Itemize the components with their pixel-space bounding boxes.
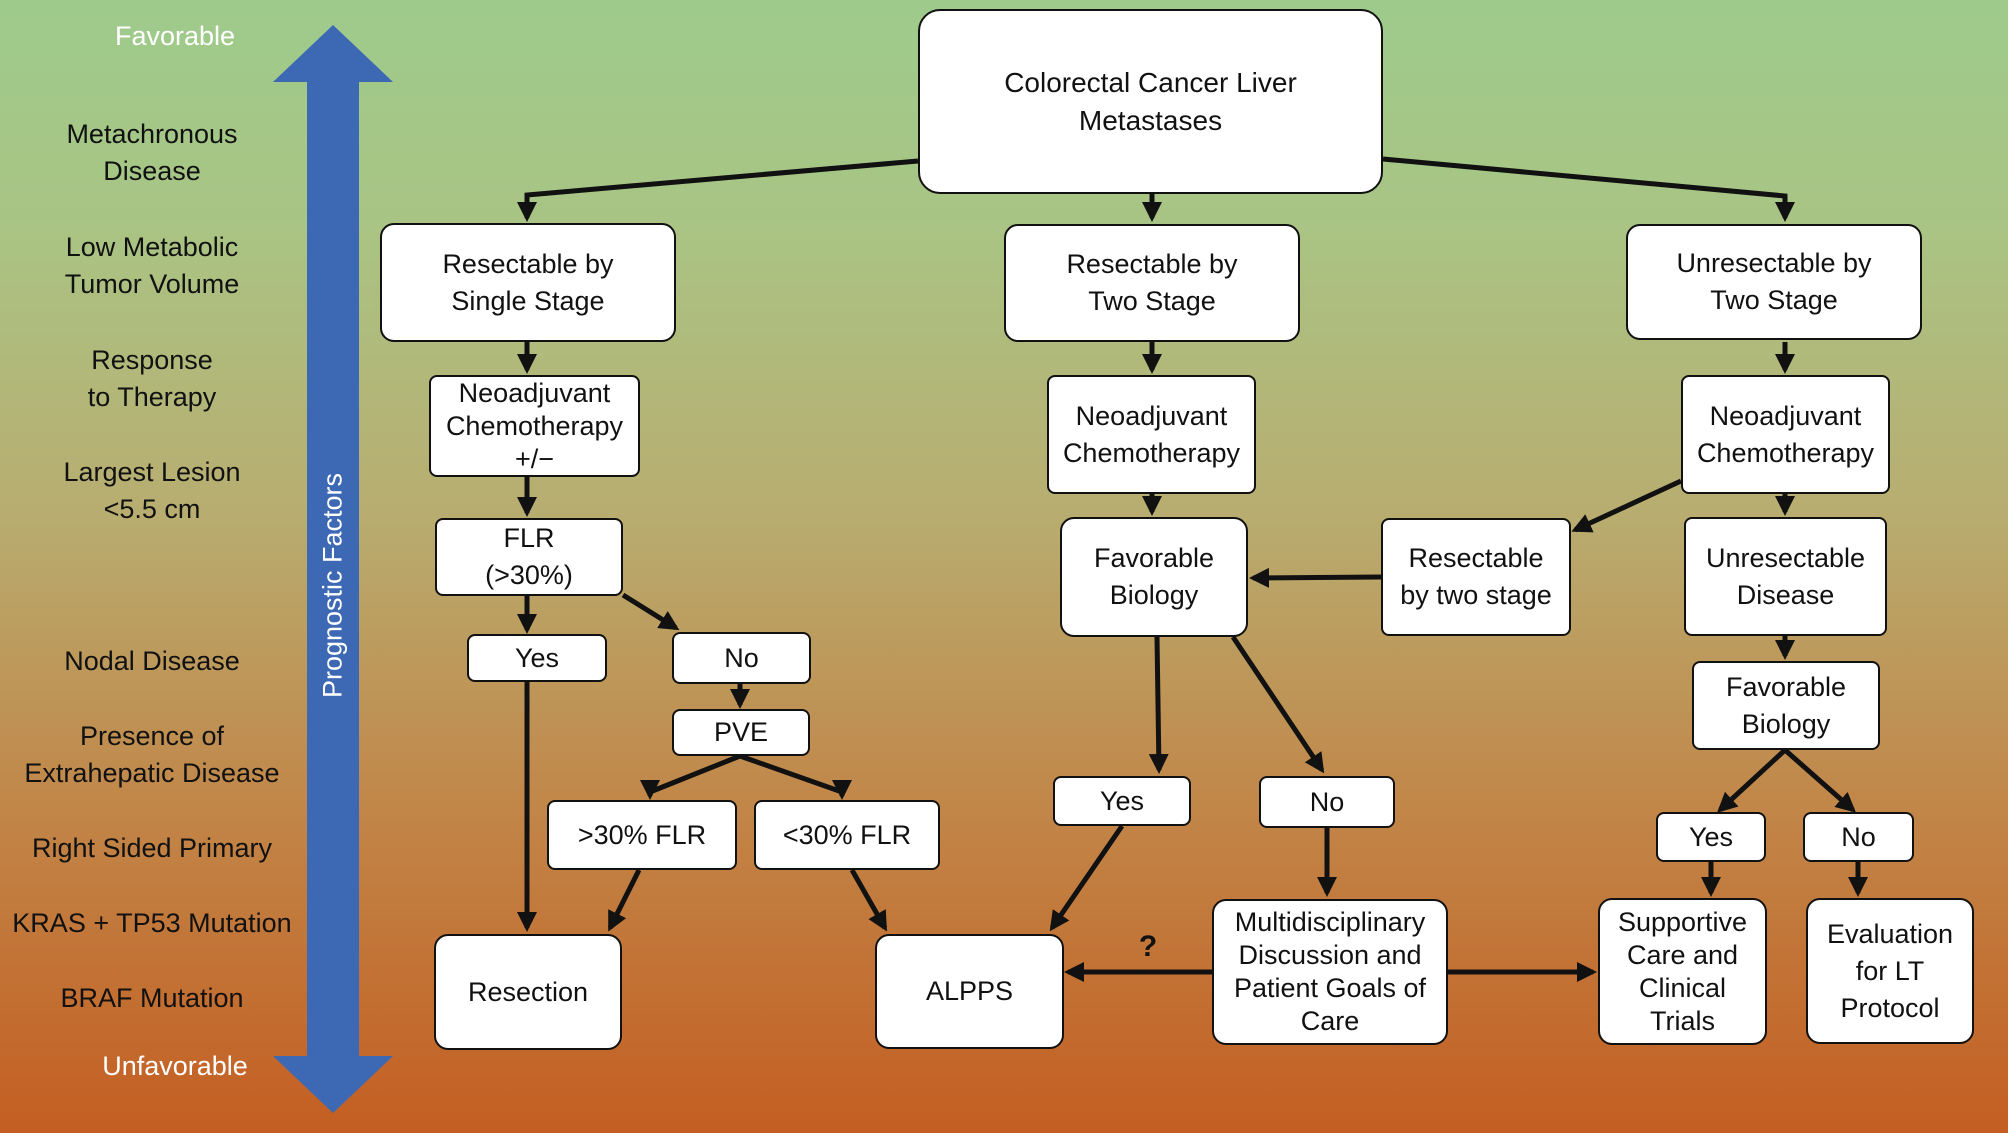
favorable-label: Favorable (114, 21, 236, 51)
factor-extrahepatic: Presence of Extrahepatic Disease (24, 721, 280, 788)
connector-favorable-yes (1148, 636, 1169, 774)
connector-ltflr-alpps (849, 868, 888, 932)
factor-response: Response to Therapy (87, 345, 217, 412)
question-mark-label: ? (1138, 930, 1158, 963)
gt30-flr-node: >30% FLR (547, 800, 737, 870)
middle-yes-node: Yes (1053, 776, 1191, 826)
resection-node: Resection (434, 934, 622, 1050)
left-neoadjuvant-node: Neoadjuvant Chemotherapy +/− (429, 375, 640, 477)
connector-pve-gtflr (640, 753, 741, 800)
connector-favorable-right-no (1783, 748, 1856, 813)
connector-favorable-no (1230, 635, 1325, 774)
factor-kras-tp53: KRAS + TP53 Mutation (12, 908, 292, 938)
connector-pve-ltflr (739, 753, 852, 800)
lt30-flr-node: <30% FLR (754, 800, 940, 870)
evaluation-lt-protocol-node: Evaluation for LT Protocol (1806, 898, 1974, 1044)
unfavorable-label: Unfavorable (102, 1051, 248, 1081)
factor-right-sided: Right Sided Primary (31, 833, 273, 863)
unresectable-disease-node: Unresectable Disease (1684, 517, 1887, 636)
flr-node: FLR (>30%) (435, 518, 623, 596)
middle-favorable-biology-node: Favorable Biology (1060, 517, 1248, 637)
right-no-node: No (1803, 812, 1914, 862)
factor-metachronous: Metachronous Disease (66, 119, 238, 186)
connector-root-left (517, 158, 919, 222)
resectable-two-stage-node: Resectable by Two Stage (1004, 224, 1300, 342)
left-no-node: No (672, 632, 811, 684)
left-yes-node: Yes (467, 634, 607, 682)
alpps-node: ALPPS (875, 934, 1064, 1049)
pve-node: PVE (672, 709, 810, 756)
factor-metabolic-volume: Low Metabolic Tumor Volume (64, 232, 240, 299)
middle-no-node: No (1259, 776, 1395, 828)
right-yes-node: Yes (1656, 812, 1766, 862)
resectable-by-two-stage-node: Resectable by two stage (1381, 518, 1571, 636)
connector-gtflr-resection (607, 868, 642, 932)
connector-flr-no (621, 592, 680, 631)
factor-largest-lesion: Largest Lesion <5.5 cm (63, 457, 241, 524)
root-colorectal-node: Colorectal Cancer Liver Metastases (918, 9, 1383, 194)
unresectable-two-stage-node: Unresectable by Two Stage (1626, 224, 1922, 340)
factor-nodal: Nodal Disease (64, 646, 240, 676)
middle-neoadjuvant-node: Neoadjuvant Chemotherapy (1047, 375, 1256, 494)
connector-favorable-right-yes (1717, 748, 1787, 813)
connector-yes-alpps (1049, 824, 1125, 932)
right-favorable-biology-node: Favorable Biology (1692, 661, 1880, 750)
multidisciplinary-discussion-node: Multidisciplinary Discussion and Patient… (1212, 899, 1448, 1045)
prognostic-double-arrow (273, 25, 393, 1113)
right-neoadjuvant-node: Neoadjuvant Chemotherapy (1681, 375, 1890, 494)
connector-neoadj-resectable-two (1571, 478, 1683, 533)
supportive-care-node: Supportive Care and Clinical Trials (1598, 898, 1767, 1045)
prognostic-axis-title: Prognostic Factors (317, 472, 348, 699)
connector-root-right (1382, 156, 1795, 222)
factor-braf: BRAF Mutation (60, 983, 244, 1013)
resectable-single-stage-node: Resectable by Single Stage (380, 223, 676, 342)
connector-resectable-two-favorable (1249, 567, 1382, 588)
